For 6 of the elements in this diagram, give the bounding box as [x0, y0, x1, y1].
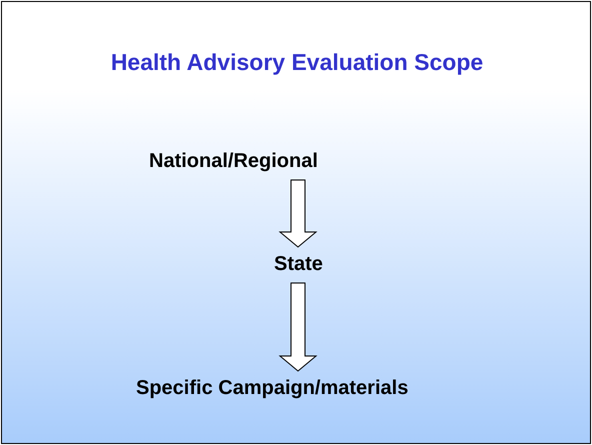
block-arrow — [278, 282, 318, 372]
slide-title: Health Advisory Evaluation Scope — [110, 48, 484, 77]
level-label: Specific Campaign/materials — [136, 376, 408, 400]
level-label: State — [274, 252, 323, 276]
level-label: National/Regional — [149, 149, 318, 173]
block-arrow — [278, 180, 318, 248]
